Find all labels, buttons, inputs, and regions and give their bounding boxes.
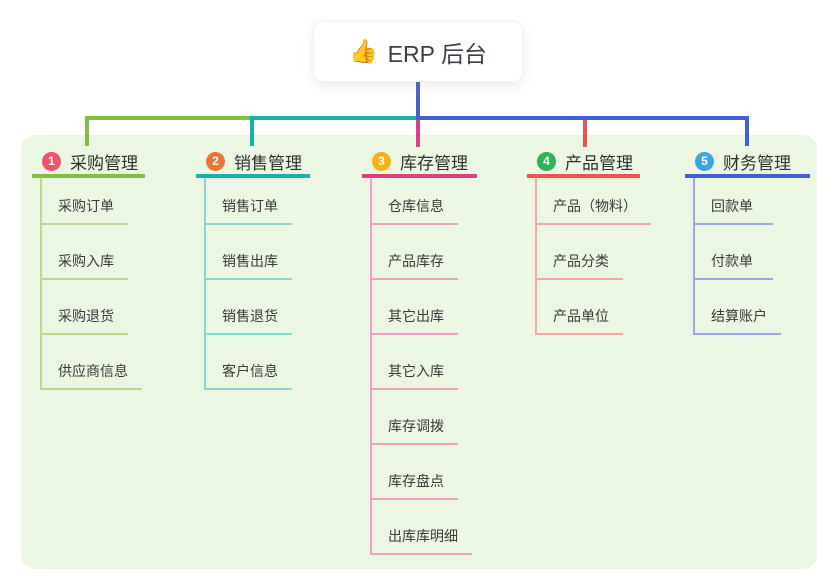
branch-title-label: 财务管理: [723, 153, 791, 173]
child-node[interactable]: 其它入库: [372, 335, 458, 390]
branch-number-badge: 4: [537, 151, 556, 171]
root-connector-line: [416, 82, 420, 117]
branch-title-node[interactable]: 3 库存管理: [362, 148, 477, 178]
branch-sales: 2 销售管理 销售订单 销售出库 销售退货 客户信息: [196, 148, 310, 390]
child-node[interactable]: 供应商信息: [42, 335, 142, 390]
child-node[interactable]: 结算账户: [695, 280, 781, 335]
branch-product: 4 产品管理 产品（物料） 产品分类 产品单位: [527, 148, 651, 335]
child-node[interactable]: 产品分类: [537, 225, 623, 280]
child-node[interactable]: 销售出库: [206, 225, 292, 280]
branch-title-label: 销售管理: [234, 153, 302, 173]
child-node[interactable]: 采购入库: [42, 225, 128, 280]
child-node[interactable]: 采购订单: [42, 178, 128, 225]
branch-purchase: 1 采购管理 采购订单 采购入库 采购退货 供应商信息: [32, 148, 145, 390]
child-node[interactable]: 付款单: [695, 225, 773, 280]
branch3-connector-drop: [416, 116, 420, 147]
branch-children: 采购订单 采购入库 采购退货 供应商信息: [40, 178, 145, 390]
branch-title-node[interactable]: 1 采购管理: [32, 148, 145, 178]
branch-children: 回款单 付款单 结算账户: [693, 178, 810, 335]
thumbs-up-icon: 👍: [349, 38, 378, 64]
branch-children: 产品（物料） 产品分类 产品单位: [535, 178, 651, 335]
branch-title-label: 库存管理: [400, 153, 468, 173]
child-node[interactable]: 回款单: [695, 178, 773, 225]
child-node[interactable]: 库存盘点: [372, 445, 458, 500]
branch2-connector-drop: [250, 116, 254, 146]
root-node-label: ERP 后台: [387, 40, 487, 67]
branch4-connector-drop: [583, 116, 587, 147]
branch-finance: 5 财务管理 回款单 付款单 结算账户: [685, 148, 810, 335]
mindmap-background-panel: [21, 135, 817, 569]
child-node[interactable]: 出库库明细: [372, 500, 472, 555]
branch5-connector-drop: [745, 116, 749, 146]
branch-title-label: 产品管理: [565, 153, 633, 173]
branch-title-node[interactable]: 4 产品管理: [527, 148, 640, 178]
branch1-connector-drop: [85, 116, 89, 146]
branch-number-badge: 5: [695, 151, 714, 171]
branch-number-badge: 1: [42, 151, 61, 171]
child-node[interactable]: 客户信息: [206, 335, 292, 390]
branch-children: 销售订单 销售出库 销售退货 客户信息: [204, 178, 310, 390]
child-node[interactable]: 产品库存: [372, 225, 458, 280]
branch-number-badge: 3: [372, 151, 391, 171]
branch1-connector-segment: [85, 116, 252, 120]
child-node[interactable]: 产品（物料）: [537, 178, 651, 225]
branch-number-badge: 2: [206, 151, 225, 171]
root-node[interactable]: 👍 ERP 后台: [313, 21, 523, 82]
child-node[interactable]: 库存调拨: [372, 390, 458, 445]
branch-inventory: 3 库存管理 仓库信息 产品库存 其它出库 其它入库 库存调拨 库存盘点 出库库…: [362, 148, 477, 555]
child-node[interactable]: 仓库信息: [372, 178, 458, 225]
child-node[interactable]: 销售订单: [206, 178, 292, 225]
child-node[interactable]: 销售退货: [206, 280, 292, 335]
child-node[interactable]: 产品单位: [537, 280, 623, 335]
child-node[interactable]: 采购退货: [42, 280, 128, 335]
branch-title-node[interactable]: 5 财务管理: [685, 148, 810, 178]
branch-title-node[interactable]: 2 销售管理: [196, 148, 310, 178]
child-node[interactable]: 其它出库: [372, 280, 458, 335]
branch5-connector-segment: [416, 116, 749, 120]
branch2-connector-segment: [250, 116, 418, 120]
branch-children: 仓库信息 产品库存 其它出库 其它入库 库存调拨 库存盘点 出库库明细: [370, 178, 477, 555]
branch-title-label: 采购管理: [70, 153, 138, 173]
